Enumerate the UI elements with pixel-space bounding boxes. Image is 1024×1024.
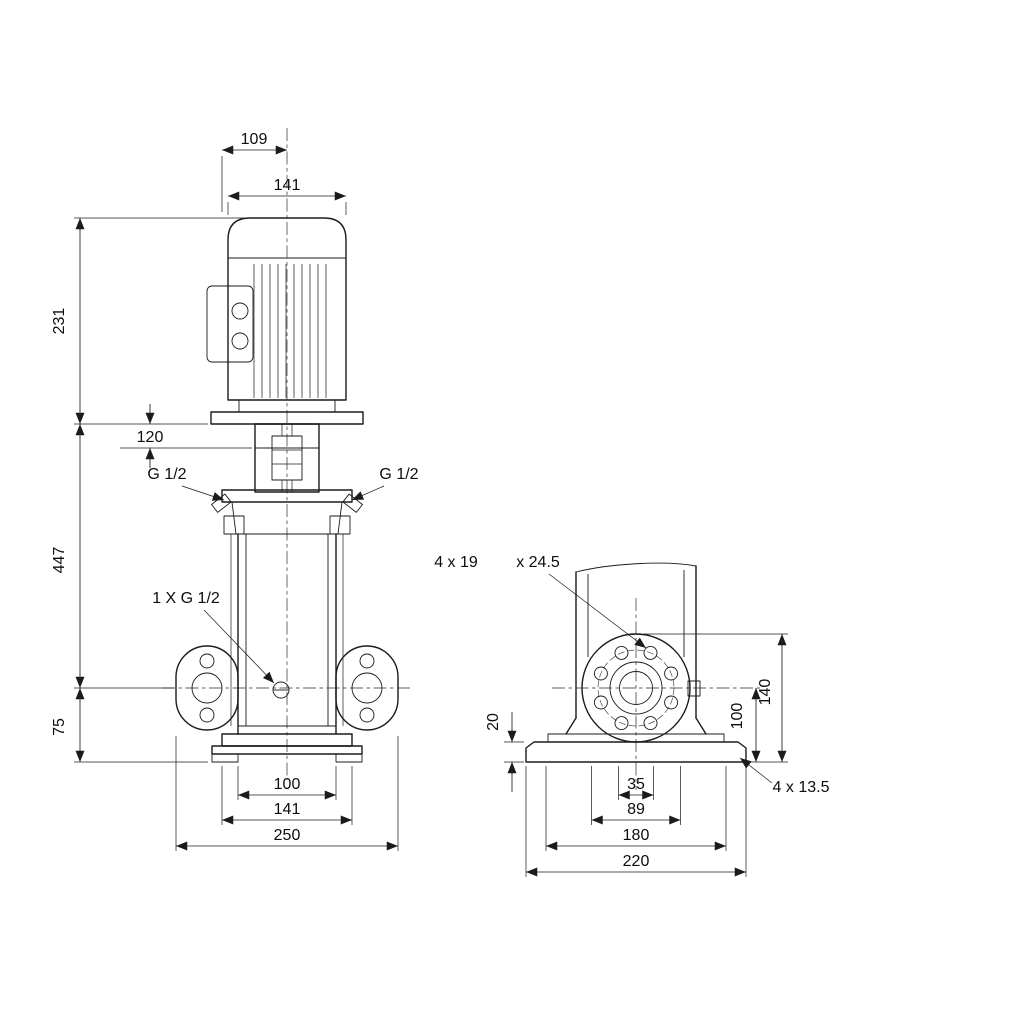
dim-sleeve-od: 100: [274, 776, 301, 793]
flange-bore: [619, 671, 653, 705]
dim-head-width: 141: [274, 801, 301, 818]
motor-body: [206, 217, 364, 425]
cable-entry-hole: [231, 302, 249, 320]
drain-plug: [272, 681, 290, 699]
flange-bolt-hole: [643, 716, 658, 731]
side-sleeve: [565, 562, 707, 735]
plug-label-right: G 1/2: [379, 466, 418, 483]
suction-flange: [175, 645, 239, 731]
cable-entry-hole: [231, 332, 249, 350]
flange-bore: [191, 672, 223, 704]
motor-fins: [253, 264, 327, 398]
flange-bolt-hole: [199, 707, 215, 723]
front-view: 109 141 231 120 447 75: [51, 128, 419, 851]
coupling-lantern: [254, 423, 320, 493]
dim-port-center-height: 100: [729, 703, 746, 730]
bolt-circle: [597, 649, 675, 727]
discharge-flange: [335, 645, 399, 731]
front-labels: G 1/2 G 1/2 1 X G 1/2: [147, 466, 419, 684]
shaft-coupling: [271, 435, 303, 481]
flange-bolt-hole: [643, 645, 658, 660]
flange-holes-label: 4 x 19: [434, 554, 478, 571]
staybolt-nut-left: [223, 515, 245, 535]
drain-label: 1 X G 1/2: [152, 590, 220, 607]
dim-coupling-gap: 120: [137, 429, 164, 446]
side-dimensions: 20 100 140 35 89 180: [485, 633, 788, 877]
dim-head-height: 447: [51, 547, 68, 574]
dim-base-hole-span: 180: [623, 827, 650, 844]
flange-counterbore-label: x 24.5: [516, 554, 560, 571]
flange-bolt-hole: [359, 707, 375, 723]
dim-port-to-port: 250: [274, 827, 301, 844]
plug-label-left: G 1/2: [147, 466, 186, 483]
flange-bolt-holes: [593, 645, 679, 731]
dim-base-width: 220: [623, 853, 650, 870]
base-foot-right: [335, 753, 363, 763]
flange-bolt-hole: [614, 716, 629, 731]
pump-base: [211, 733, 363, 763]
base-foot-left: [211, 753, 239, 763]
side-view: 20 100 140 35 89 180: [434, 554, 830, 877]
flange-bolt-hole: [199, 653, 215, 669]
raised-face-circle: [609, 661, 663, 715]
dim-flange-top-height: 140: [757, 679, 774, 706]
dim-motor-width: 141: [274, 177, 301, 194]
flange-bolt-hole: [614, 645, 629, 660]
dim-motor-top-offset: 109: [241, 131, 268, 148]
flange-bolt-hole: [664, 666, 679, 681]
dim-base-thickness: 20: [485, 713, 502, 731]
side-labels: 4 x 19 x 24.5 4 x 13.5: [434, 554, 829, 796]
dim-hole-pitch-2: 89: [627, 801, 645, 818]
flange-bolt-hole: [359, 653, 375, 669]
flange-bolt-hole: [593, 666, 608, 681]
staybolt-nut-right: [329, 515, 351, 535]
front-dimensions: 109 141 231 120 447 75: [51, 131, 399, 851]
terminal-box: [206, 285, 254, 363]
base-holes-label: 4 x 13.5: [773, 779, 830, 796]
flange-bore: [351, 672, 383, 704]
dim-hole-pitch-1: 35: [627, 776, 645, 793]
flange-bolt-hole: [593, 695, 608, 710]
flange-bolt-hole: [664, 695, 679, 710]
dim-motor-height: 231: [51, 308, 68, 335]
side-tab: [687, 680, 701, 697]
dim-port-height: 75: [51, 718, 68, 736]
